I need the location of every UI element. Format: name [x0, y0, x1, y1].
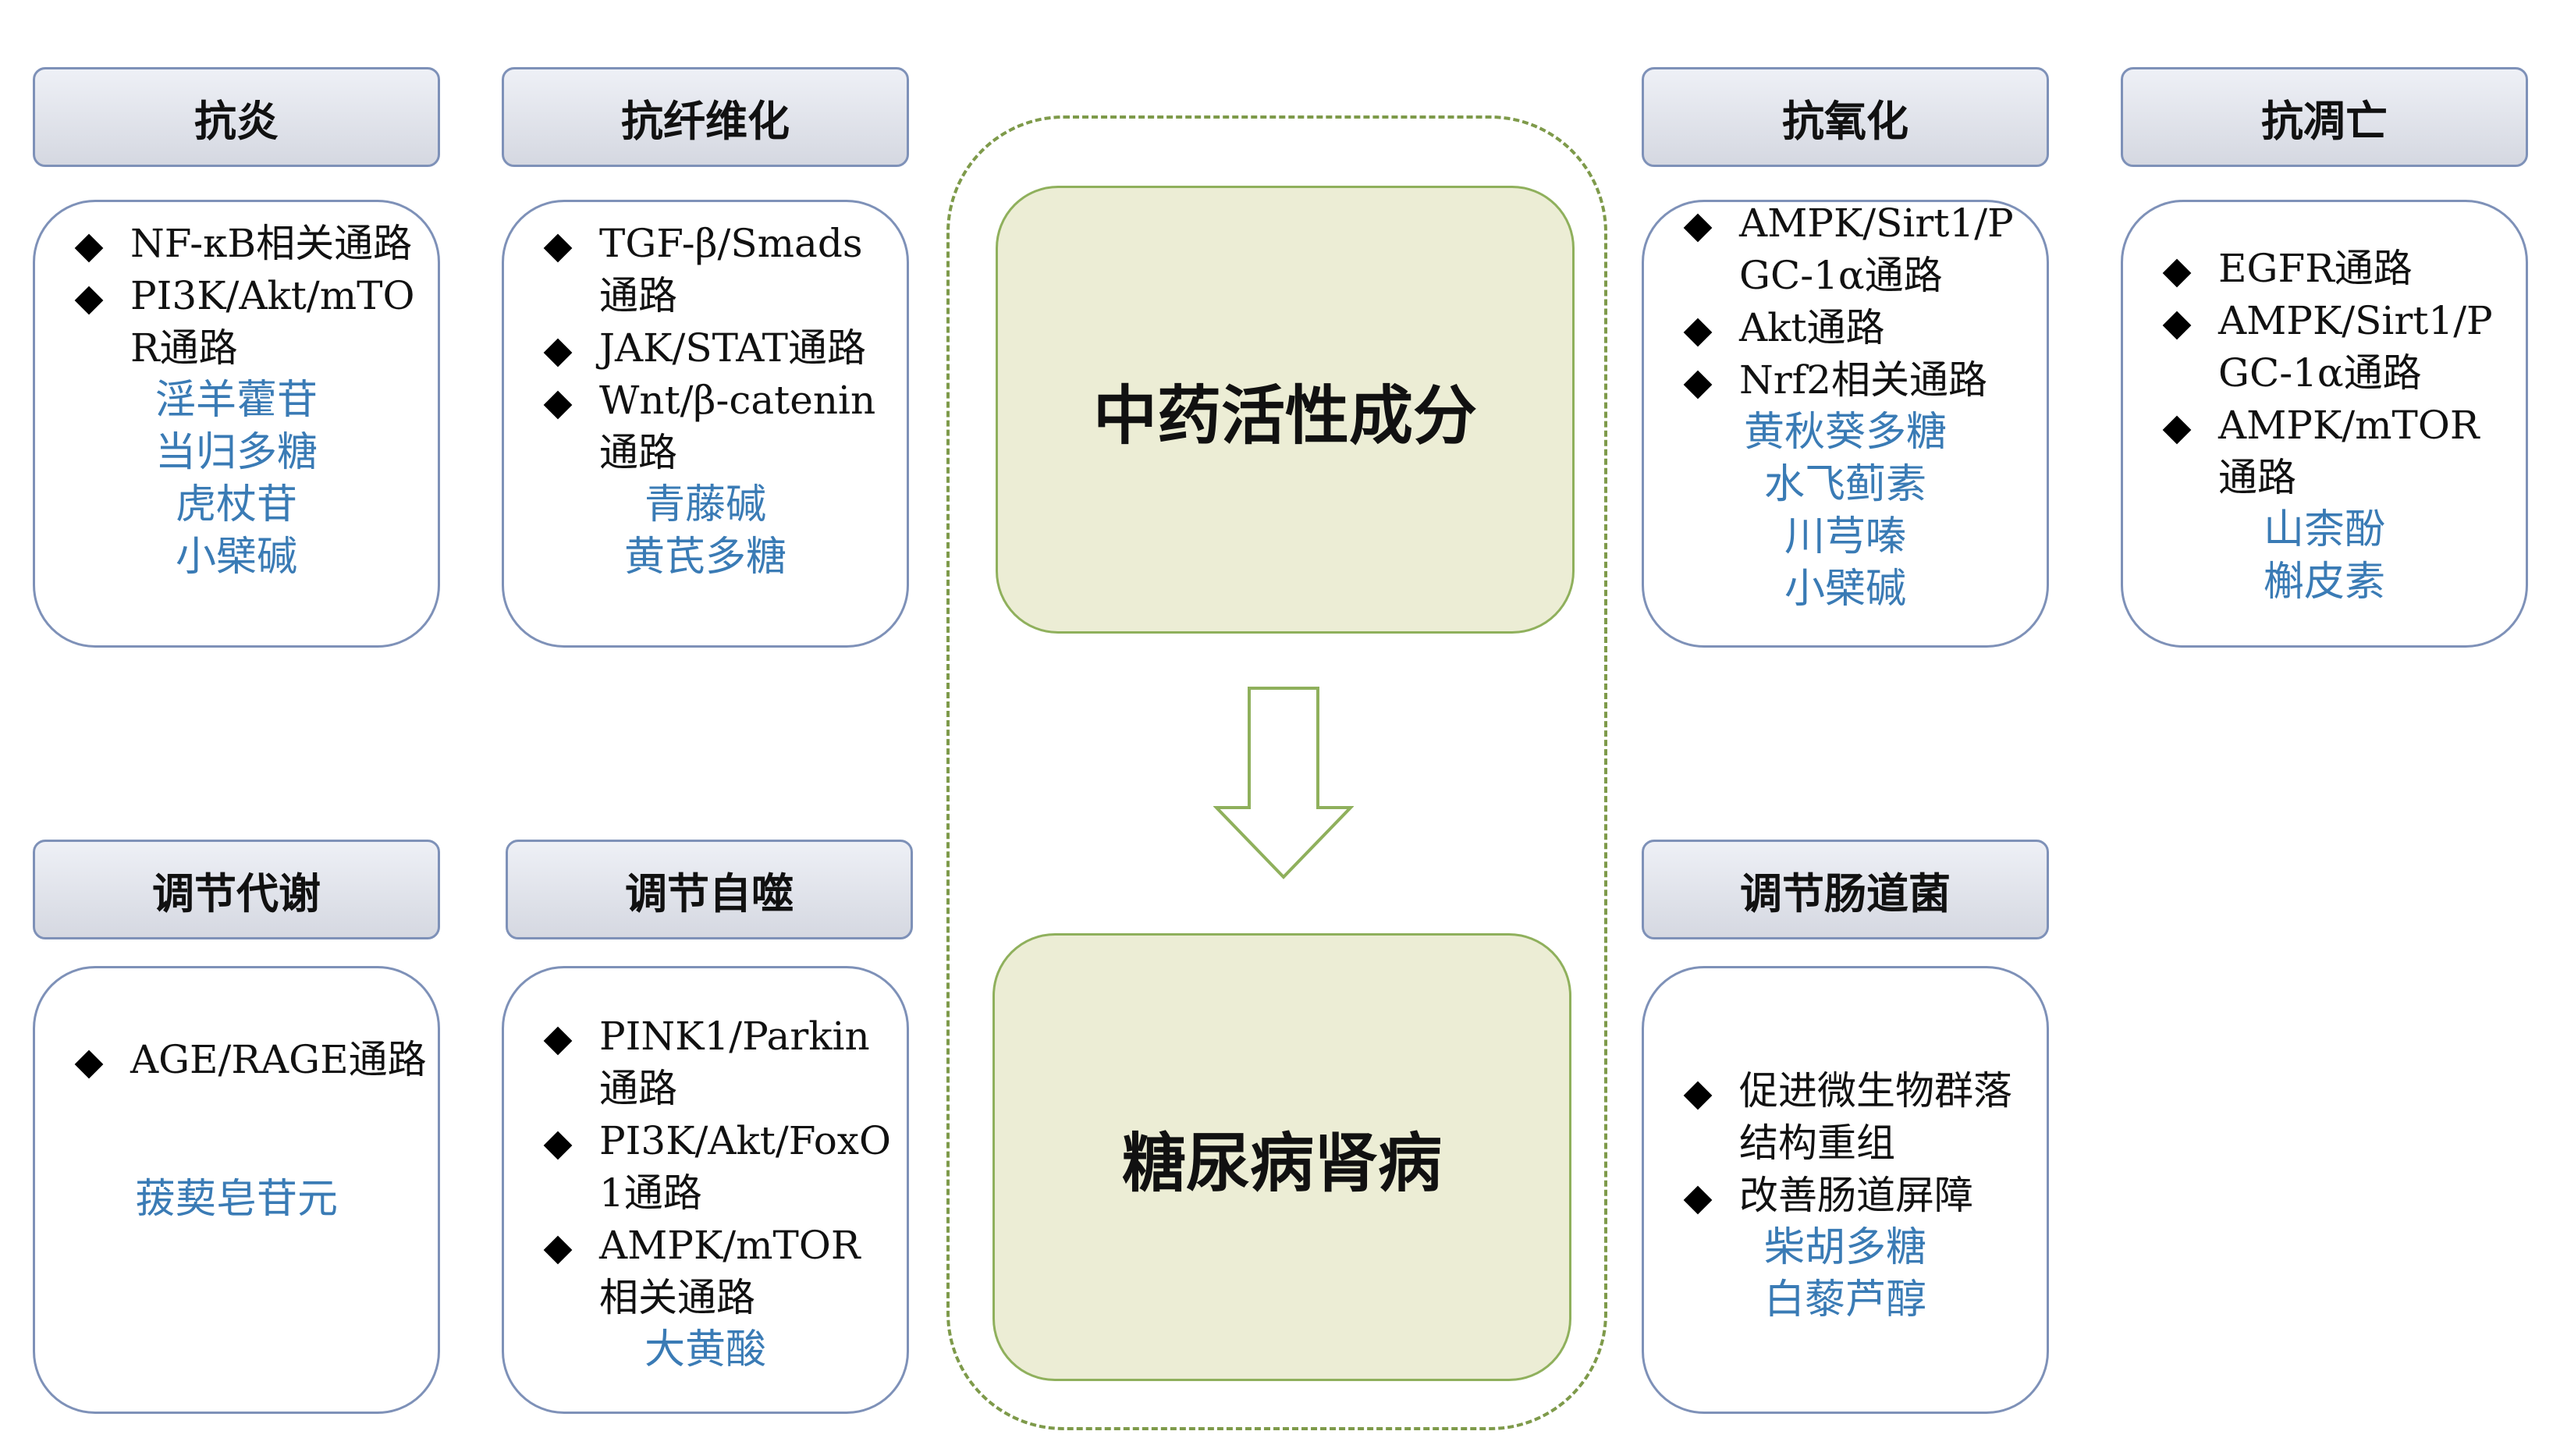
- compound-label: 大黄酸: [644, 1326, 766, 1373]
- pathway-item: NF-κB相关通路: [35, 218, 438, 270]
- module-content-box: AGE/RAGE通路 菝葜皂苷元: [33, 966, 440, 1414]
- compound-label: 川芎嗪: [1784, 513, 1906, 560]
- pathway-item: AMPK/Sirt1/PGC-1α通路: [2123, 295, 2526, 400]
- pathway-item: PI3K/Akt/mTOR通路: [35, 270, 438, 375]
- core-box-diabetic-nephropathy: 糖尿病肾病: [992, 933, 1571, 1381]
- diamond-bullet-icon: [543, 1131, 573, 1160]
- pathway-item: AMPK/mTOR相关通路: [504, 1220, 907, 1324]
- compound-label: 柴胡多糖: [1763, 1224, 1926, 1271]
- core-label-diabetic-nephropathy: 糖尿病肾病: [1121, 1126, 1442, 1201]
- module-title-box: 抗氧化: [1642, 67, 2049, 167]
- pathway-item: JAK/STAT通路: [504, 322, 907, 375]
- compound-label: 黄芪多糖: [623, 534, 786, 581]
- diamond-bullet-icon: [74, 286, 104, 315]
- module-content-box: EGFR通路 AMPK/Sirt1/PGC-1α通路 AMPK/mTOR通路 山…: [2121, 200, 2528, 648]
- compound-label: 黄秋葵多糖: [1743, 409, 1947, 456]
- core-box-herbal-components: 中药活性成分: [996, 186, 1575, 634]
- module-title-box: 抗炎: [33, 67, 440, 167]
- pathway-item: Wnt/β-catenin通路: [504, 375, 907, 479]
- compound-label: 山柰酚: [2263, 506, 2385, 553]
- pathway-item: 改善肠道屏障: [1644, 1170, 2047, 1222]
- module-title: 抗纤维化: [621, 96, 790, 146]
- pathway-item: AMPK/Sirt1/PGC-1α通路: [1644, 197, 2047, 302]
- diamond-bullet-icon: [543, 1026, 573, 1056]
- module-content-box: AMPK/Sirt1/PGC-1α通路 Akt通路 Nrf2相关通路 黄秋葵多糖…: [1642, 200, 2049, 648]
- compound-label: 槲皮素: [2263, 559, 2385, 605]
- down-arrow-icon: [1213, 687, 1354, 879]
- compound-label: 小檗碱: [175, 534, 297, 581]
- diamond-bullet-icon: [1683, 370, 1713, 400]
- diamond-bullet-icon: [543, 338, 573, 368]
- diamond-bullet-icon: [2162, 311, 2192, 340]
- diamond-bullet-icon: [2162, 258, 2192, 288]
- module-content-box: PINK1/Parkin通路 PI3K/Akt/FoxO1通路 AMPK/mTO…: [502, 966, 909, 1414]
- diamond-bullet-icon: [1683, 1185, 1713, 1215]
- pathway-item: Akt通路: [1644, 302, 2047, 354]
- diamond-bullet-icon: [543, 390, 573, 420]
- compound-label: 淫羊藿苷: [154, 377, 318, 424]
- compound-label: 水飞蓟素: [1763, 461, 1926, 508]
- module-content-box: 促进微生物群落结构重组 改善肠道屏障 柴胡多糖 白藜芦醇: [1642, 966, 2049, 1414]
- module-title: 抗炎: [194, 96, 279, 146]
- module-title-box: 抗凋亡: [2121, 67, 2528, 167]
- compound-label: 当归多糖: [154, 429, 318, 476]
- pathway-item: EGFR通路: [2123, 243, 2526, 295]
- module-title: 调节肠道菌: [1740, 868, 1951, 918]
- pathway-item: 促进微生物群落结构重组: [1644, 1065, 2047, 1170]
- pathway-item: Nrf2相关通路: [1644, 354, 2047, 407]
- pathway-item: PINK1/Parkin通路: [504, 1010, 907, 1115]
- compound-label: 青藤碱: [644, 481, 766, 528]
- diamond-bullet-icon: [543, 233, 573, 263]
- module-content-box: TGF-β/Smads通路 JAK/STAT通路 Wnt/β-catenin通路…: [502, 200, 909, 648]
- pathway-item: AGE/RAGE通路: [35, 1034, 438, 1086]
- diamond-bullet-icon: [1683, 213, 1713, 243]
- compound-label: 小檗碱: [1784, 566, 1906, 613]
- module-title: 调节自噬: [625, 868, 794, 918]
- pathway-item: TGF-β/Smads通路: [504, 218, 907, 322]
- module-title-box: 抗纤维化: [502, 67, 909, 167]
- module-title: 抗氧化: [1782, 96, 1909, 146]
- center-dashed-group: [946, 115, 1607, 1430]
- diamond-bullet-icon: [74, 1049, 104, 1079]
- compound-label: 虎杖苷: [175, 481, 297, 528]
- module-content-box: NF-κB相关通路 PI3K/Akt/mTOR通路 淫羊藿苷 当归多糖 虎杖苷 …: [33, 200, 440, 648]
- pathway-item: AMPK/mTOR通路: [2123, 400, 2526, 504]
- module-title-box: 调节肠道菌: [1642, 840, 2049, 939]
- diamond-bullet-icon: [2162, 415, 2192, 445]
- core-label-herbal-components: 中药活性成分: [1092, 378, 1477, 453]
- diamond-bullet-icon: [543, 1235, 573, 1265]
- module-title: 调节代谢: [152, 868, 321, 918]
- module-title-box: 调节自噬: [506, 840, 913, 939]
- module-title: 抗凋亡: [2261, 96, 2388, 146]
- compound-label: 菝葜皂苷元: [134, 1176, 338, 1223]
- diamond-bullet-icon: [74, 233, 104, 263]
- module-title-box: 调节代谢: [33, 840, 440, 939]
- diamond-bullet-icon: [1683, 1081, 1713, 1110]
- diamond-bullet-icon: [1683, 318, 1713, 347]
- compound-label: 白藜芦醇: [1763, 1277, 1926, 1323]
- pathway-item: PI3K/Akt/FoxO1通路: [504, 1115, 907, 1220]
